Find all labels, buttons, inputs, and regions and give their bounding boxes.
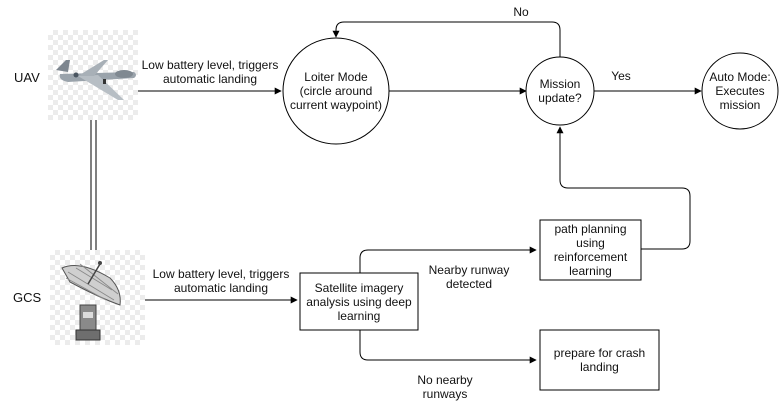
gcs-label: GCS <box>13 290 42 305</box>
auto-mode-node <box>701 52 779 130</box>
satellite-dish-icon <box>50 250 145 345</box>
uav-trigger-label: Low battery level, triggers automatic la… <box>141 58 279 86</box>
yes-label: Yes <box>611 69 631 83</box>
crash-landing-text: prepare for crash landing <box>553 346 646 374</box>
path-to-mission-arrow <box>556 126 691 250</box>
no-runways-label: No nearby runways <box>417 373 473 401</box>
auto-mode-text: Auto Mode: Executes mission <box>709 70 771 112</box>
gcs-trigger-label: Low battery level, triggers automatic la… <box>152 267 290 295</box>
mission-update-text: Mission update? <box>538 77 582 105</box>
no-loop-arrow <box>332 21 561 57</box>
loiter-mode-node <box>282 37 390 145</box>
path-planning-node <box>539 219 642 281</box>
uav-label: UAV <box>14 70 40 85</box>
satellite-analysis-text: Satellite imagery analysis using deep le… <box>306 280 412 323</box>
runway-detected-label: Nearby runway detected <box>428 263 510 291</box>
loiter-mode-text: Loiter Mode (circle around current waypo… <box>289 70 383 112</box>
mission-update-node <box>525 56 595 126</box>
no-label: No <box>513 5 529 19</box>
satellite-to-crash-arrow <box>359 330 537 364</box>
satellite-analysis-node <box>299 272 419 331</box>
path-planning-text: path planning using reinforcement learni… <box>553 222 628 278</box>
crash-landing-node <box>539 329 660 391</box>
satellite-to-path-arrow <box>359 246 537 274</box>
drone-icon <box>48 30 138 120</box>
